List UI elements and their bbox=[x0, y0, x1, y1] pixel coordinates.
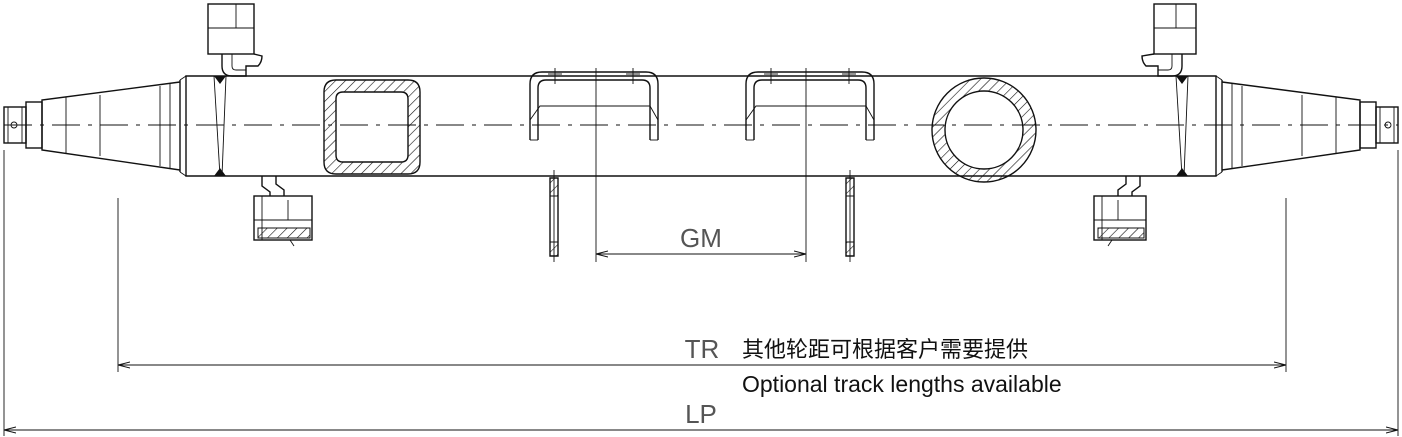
brake-bracket-lower-left bbox=[253, 176, 313, 247]
square-tube-section bbox=[323, 79, 421, 175]
left-spindle bbox=[3, 81, 181, 171]
u-bolt-right bbox=[745, 68, 875, 141]
lp-dimension bbox=[3, 150, 1399, 436]
lp-label: LP bbox=[685, 399, 717, 429]
spring-seat-left bbox=[549, 170, 559, 262]
brake-bracket-upper-right bbox=[1141, 3, 1197, 77]
gm-dimension bbox=[595, 68, 807, 262]
gm-label: GM bbox=[680, 223, 722, 253]
right-spindle bbox=[1221, 81, 1399, 171]
brake-bracket-upper-left bbox=[207, 3, 263, 77]
tr-dimension bbox=[117, 198, 1287, 372]
spring-seat-right bbox=[845, 170, 855, 262]
track-note-english: Optional track lengths available bbox=[742, 371, 1062, 397]
u-bolt-left bbox=[529, 68, 659, 141]
tr-label: TR bbox=[685, 334, 720, 364]
round-tube-section bbox=[931, 77, 1037, 183]
brake-bracket-lower-right bbox=[1093, 176, 1147, 247]
track-note-chinese: 其他轮距可根据客户需要提供 bbox=[742, 338, 1028, 363]
